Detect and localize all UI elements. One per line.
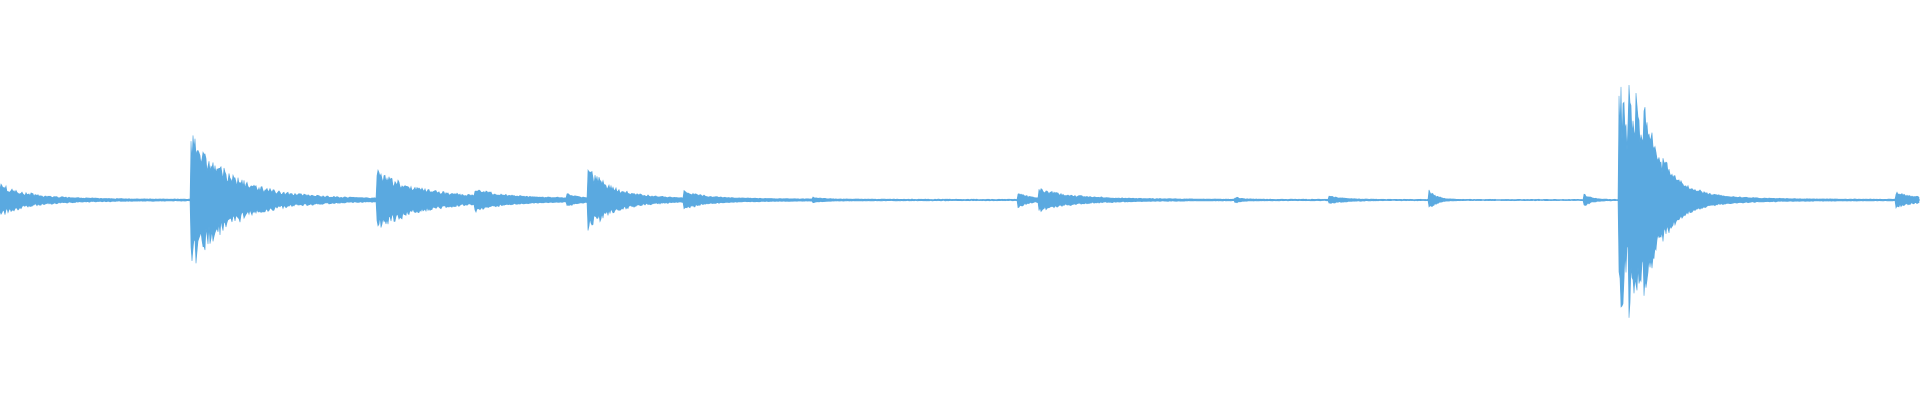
- waveform-path: [0, 84, 1920, 318]
